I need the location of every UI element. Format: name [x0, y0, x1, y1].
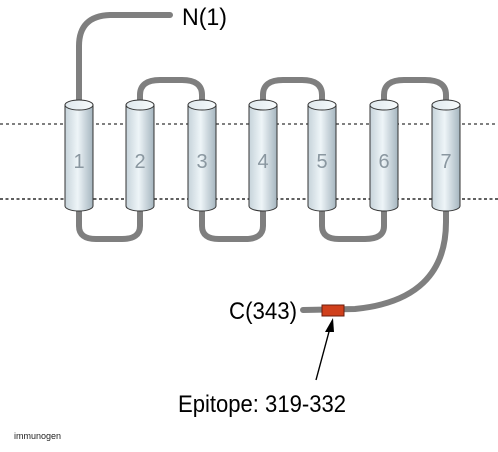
helix-cap — [307, 99, 337, 111]
helix-cap — [64, 99, 94, 111]
helix-cap — [431, 99, 461, 111]
helix-6: 6 — [369, 99, 399, 212]
helix-number: 2 — [134, 151, 145, 173]
helix-body — [248, 104, 278, 212]
n-terminus-label: N(1) — [182, 4, 227, 31]
helix-body — [307, 104, 337, 212]
helix-4: 4 — [248, 99, 278, 212]
extracellular-loop-3 — [381, 77, 449, 106]
helix-cap — [187, 99, 217, 111]
helix-cap — [369, 99, 399, 111]
chain-loops — [76, 12, 449, 313]
epitope-arrow-line — [315, 327, 331, 381]
helix-3: 3 — [187, 99, 217, 212]
helix-cap — [125, 99, 155, 111]
helix-body — [369, 104, 399, 212]
helix-5: 5 — [307, 99, 337, 212]
extracellular-loop-2 — [260, 77, 325, 106]
helix-number: 7 — [440, 151, 451, 173]
intracellular-loop-2 — [199, 202, 266, 242]
helix-7: 7 — [431, 99, 461, 212]
epitope-arrow-head — [325, 318, 334, 332]
helix-number: 4 — [257, 151, 268, 173]
c-terminus-label: C(343) — [229, 298, 297, 325]
footer-label: immunogen — [14, 431, 61, 441]
helix-body — [187, 104, 217, 212]
helix-1: 1 — [64, 99, 94, 212]
intracellular-loop-1 — [76, 202, 143, 242]
helix-number: 3 — [196, 151, 207, 173]
c-terminal-tail — [300, 202, 449, 313]
epitope-marker — [321, 304, 345, 317]
helix-body — [64, 104, 94, 212]
helix-body — [431, 104, 461, 212]
helix-number: 6 — [378, 151, 389, 173]
helix-2: 2 — [125, 99, 155, 212]
helix-body — [125, 104, 155, 212]
helix-number: 1 — [73, 151, 84, 173]
transmembrane-helices: 1 2 3 4 5 6 7 — [64, 99, 461, 212]
epitope-label: Epitope: 319-332 — [178, 391, 346, 418]
n-terminal-tail — [76, 12, 173, 103]
helix-number: 5 — [316, 151, 327, 173]
intracellular-loop-3 — [319, 202, 387, 242]
extracellular-loop-1 — [137, 77, 205, 106]
helix-cap — [248, 99, 278, 111]
